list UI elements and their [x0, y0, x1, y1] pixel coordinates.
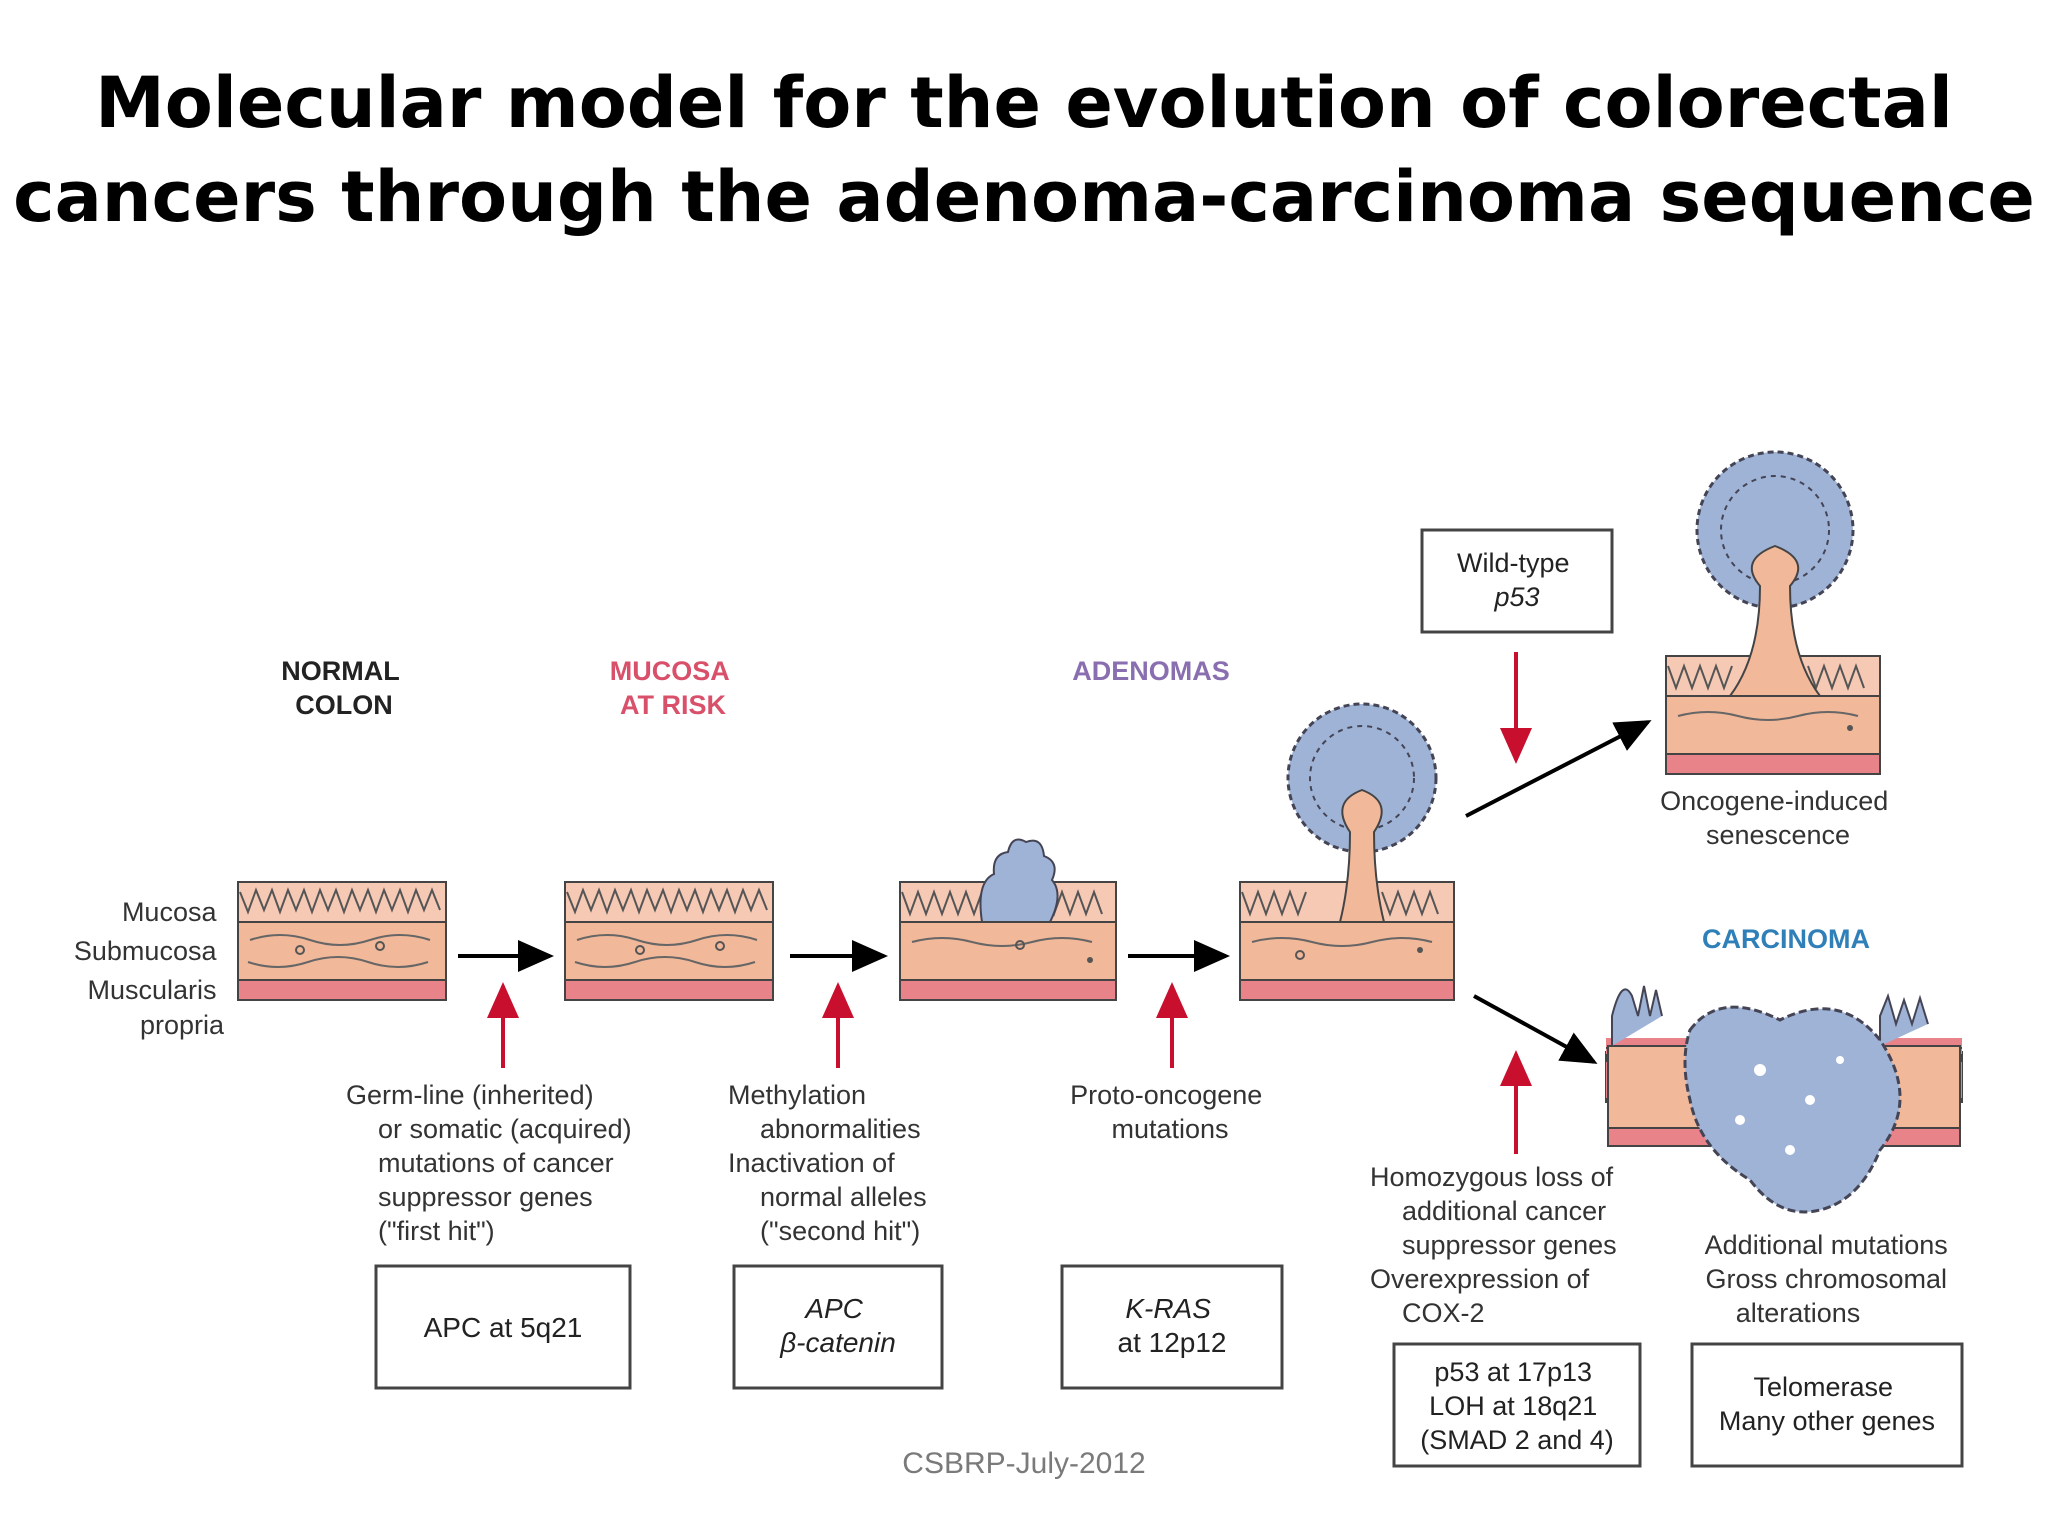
tissue-senescence [1665, 450, 1881, 775]
layer-labels: Mucosa Submucosa Muscularis propria [74, 897, 225, 1040]
gene-box-kras [1060, 1264, 1284, 1390]
gene-box-p53-text: p53 at 17p13 LOH at 18q21 (SMAD 2 and 4) [1420, 1357, 1614, 1455]
gene-box-apc [374, 1264, 632, 1390]
gene-box-p53 [1392, 1342, 1642, 1468]
tissue-early-adenoma [899, 838, 1117, 1001]
desc-second-hit: Methylation abnormalities Inactivation o… [728, 1080, 934, 1246]
gene-box-kras-text: K-RAS at 12p12 [1118, 1293, 1227, 1358]
gene-box-apc-text: APC at 5q21 [424, 1312, 583, 1343]
tissue-carcinoma [1605, 985, 1963, 1214]
desc-first-hit: Germ-line (inherited) or somatic (acquir… [346, 1080, 639, 1246]
arrow-to-senescence [1465, 720, 1652, 818]
desc-additional-mutations: Additional mutations Gross chromosomal a… [1705, 1230, 1956, 1328]
gene-box-wild-type-text: Wild-type p53 [1457, 548, 1577, 612]
gene-box-apc-catenin-text: APC β-catenin [779, 1293, 896, 1358]
slide-footer: CSBRP-July-2012 [902, 1447, 1146, 1480]
gene-box-telomerase [1690, 1342, 1964, 1468]
gene-box-wild-type [1420, 528, 1614, 634]
tissue-normal-colon [237, 881, 447, 1001]
desc-senescence: Oncogene-induced senescence [1660, 786, 1896, 850]
title-line-1: Molecular model for the evolution of col… [95, 62, 1953, 144]
tissue-mucosa-at-risk [564, 881, 774, 1001]
title-line-2: cancers through the adenoma-carcinoma se… [13, 156, 2035, 238]
gene-box-telomerase-text: Telomerase Many other genes [1719, 1372, 1935, 1436]
gene-box-apc-catenin [732, 1264, 944, 1390]
tissue-large-adenoma [1239, 702, 1455, 1001]
slide-title: Molecular model for the evolution of col… [0, 56, 2048, 244]
stage-mucosa-at-risk: MUCOSA AT RISK [610, 656, 737, 720]
arrow-to-carcinoma [1473, 994, 1598, 1064]
desc-proto-oncogene: Proto-oncogene mutations [1070, 1080, 1270, 1144]
stage-normal-colon: NORMAL COLON [281, 656, 407, 720]
stage-carcinoma: CARCINOMA [1702, 924, 1870, 954]
desc-loss: Homozygous loss of additional cancer sup… [1370, 1162, 1624, 1328]
stage-adenomas: ADENOMAS [1072, 656, 1230, 686]
